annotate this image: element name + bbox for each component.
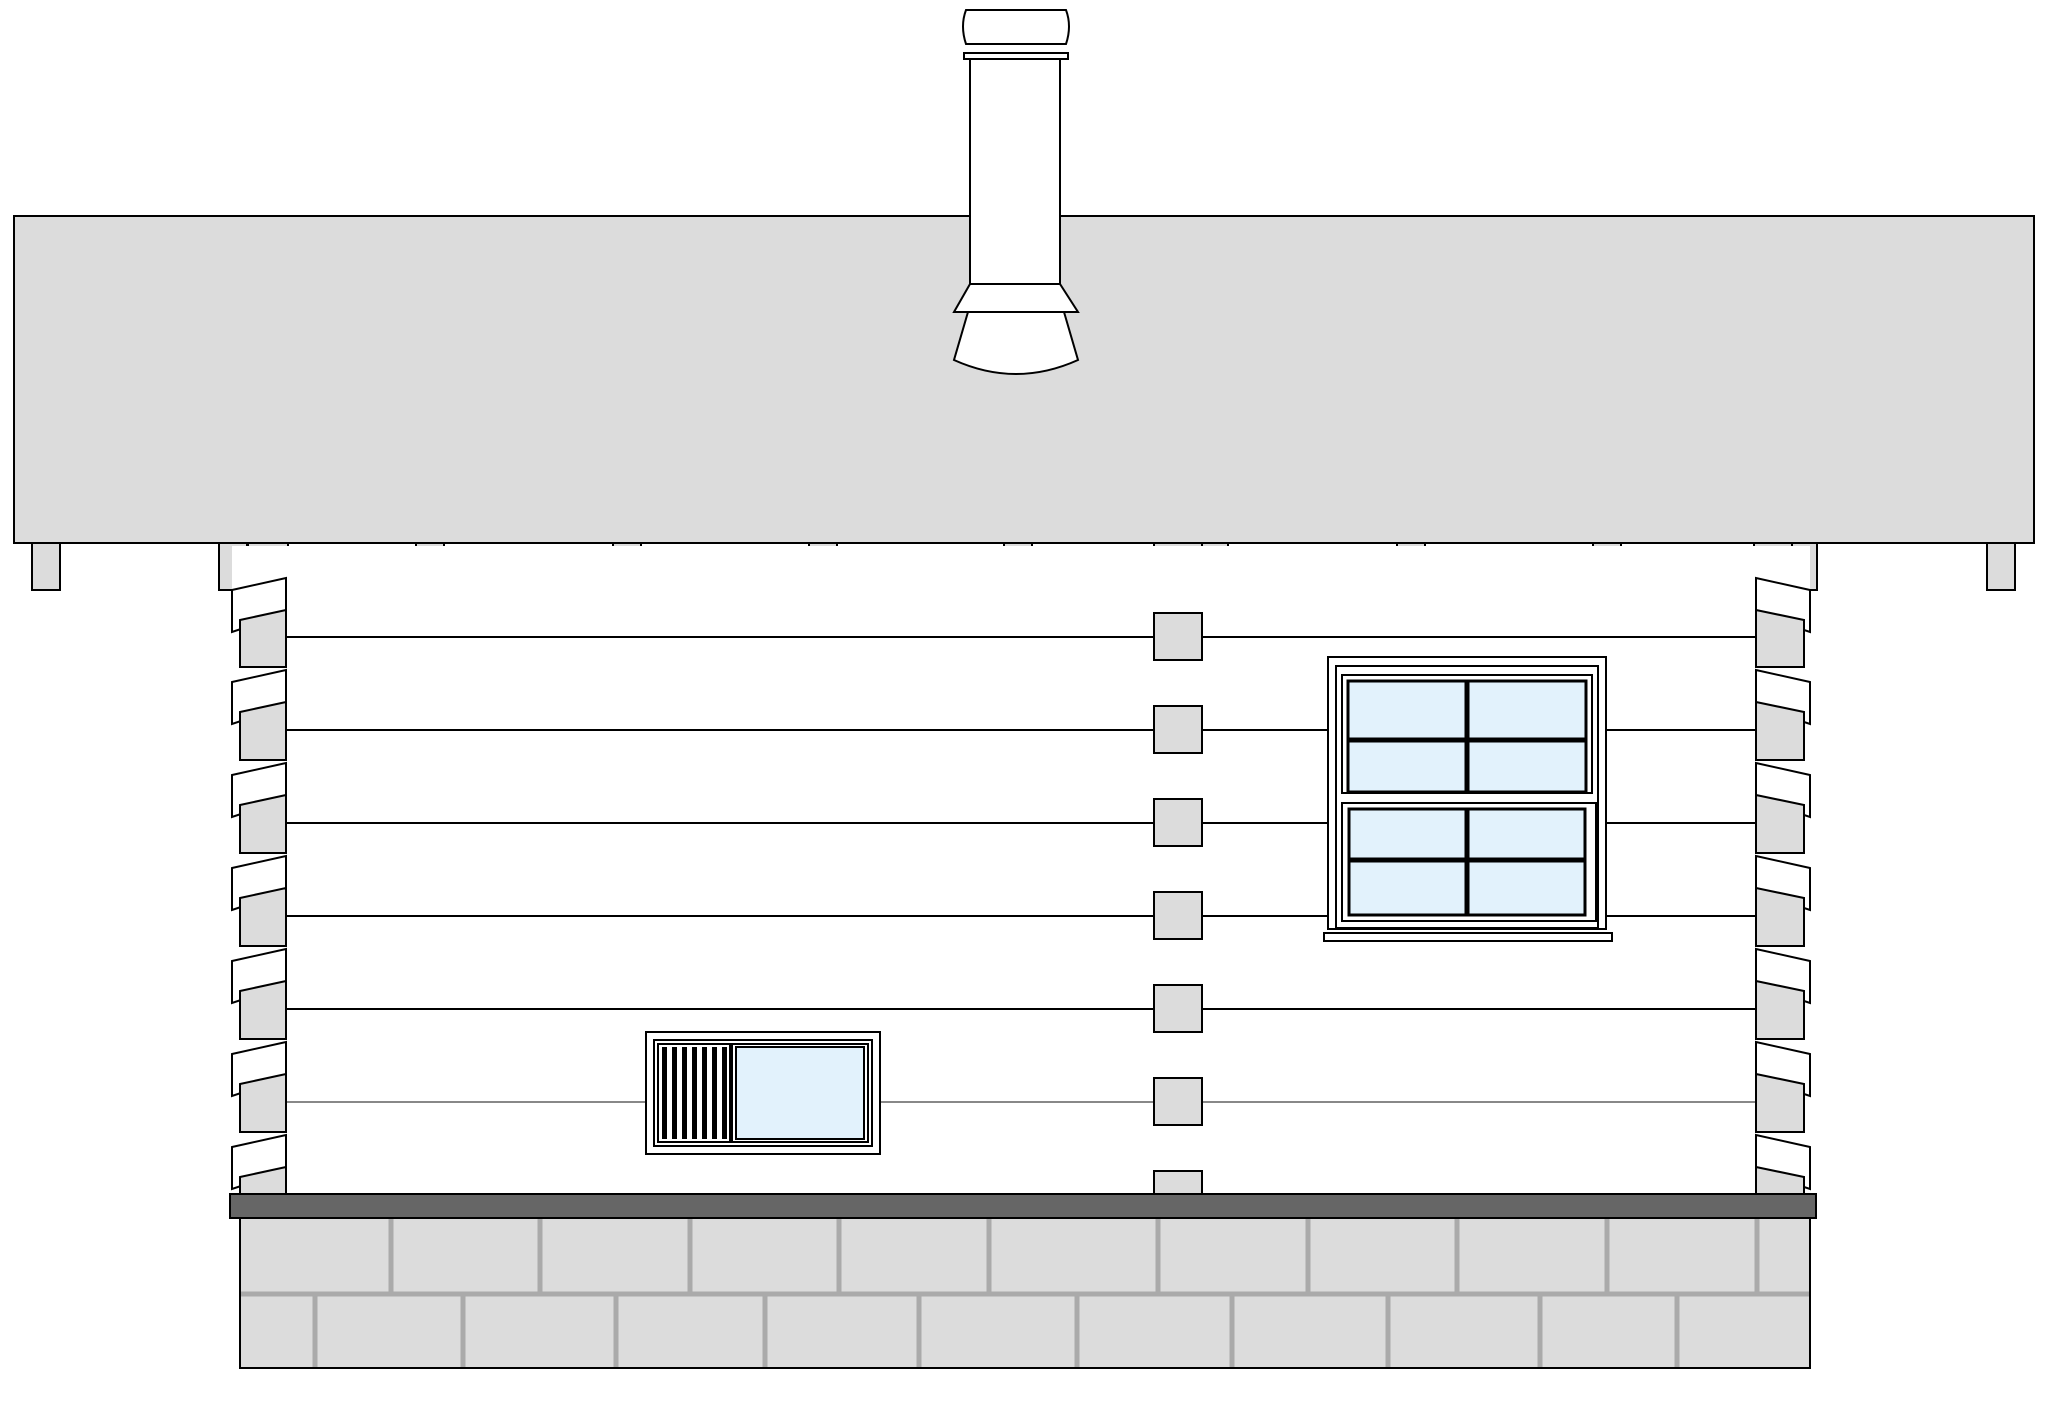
upper-sash — [1341, 674, 1593, 794]
butt-joint-block — [1153, 1170, 1203, 1195]
butt-joint-block — [1153, 1077, 1203, 1126]
small-window-glass — [735, 1046, 865, 1140]
corner-notch-block — [1755, 700, 1805, 761]
corner-notch-block — [1755, 608, 1805, 668]
corner-notch-block — [1755, 886, 1805, 947]
louver-slat — [692, 1047, 697, 1139]
rafter-tail — [1986, 542, 2016, 591]
sill-plate — [229, 1193, 1817, 1219]
small-window — [645, 1031, 881, 1155]
rafter-tail — [31, 542, 61, 591]
chimney-roof-flashing — [952, 311, 1080, 375]
foundation-mortar-joints — [240, 1218, 1810, 1368]
louver-slat — [712, 1047, 717, 1139]
louver-slat — [722, 1047, 727, 1139]
butt-joint-block — [1153, 705, 1203, 754]
double-hung-window — [1323, 656, 1613, 942]
stone-foundation — [239, 1217, 1811, 1369]
log-course-lines — [286, 636, 1758, 1103]
corner-notch-block — [239, 886, 287, 947]
louver-slat — [662, 1047, 667, 1139]
corner-notch-block — [239, 1072, 287, 1133]
corner-notch-block — [1755, 1072, 1805, 1133]
lower-sash — [1341, 802, 1597, 922]
log-wall — [231, 546, 1811, 1225]
butt-joint-block — [1153, 612, 1203, 661]
louver-slat — [682, 1047, 687, 1139]
left-corner-notches — [231, 576, 287, 1225]
butt-joint-block — [1153, 984, 1203, 1033]
corner-notch-block — [239, 979, 287, 1040]
corner-notch-block — [239, 793, 287, 854]
chimney-cap — [962, 9, 1070, 45]
louver-slat — [672, 1047, 677, 1139]
louver-slat — [702, 1047, 707, 1139]
corner-notch-block — [1755, 793, 1805, 854]
butt-joint-block — [1153, 798, 1203, 847]
corner-notch-block — [239, 700, 287, 761]
corner-notch-block — [1755, 979, 1805, 1040]
chimney-pipe — [952, 9, 1080, 375]
corner-notch-block — [239, 608, 287, 668]
foundation-outline — [239, 1217, 1811, 1369]
chimney-pipe-body — [969, 58, 1061, 285]
chimney-collar — [952, 283, 1080, 313]
window-sill — [1323, 932, 1613, 942]
louvered-panel — [657, 1043, 731, 1143]
butt-joint-block — [1153, 891, 1203, 940]
